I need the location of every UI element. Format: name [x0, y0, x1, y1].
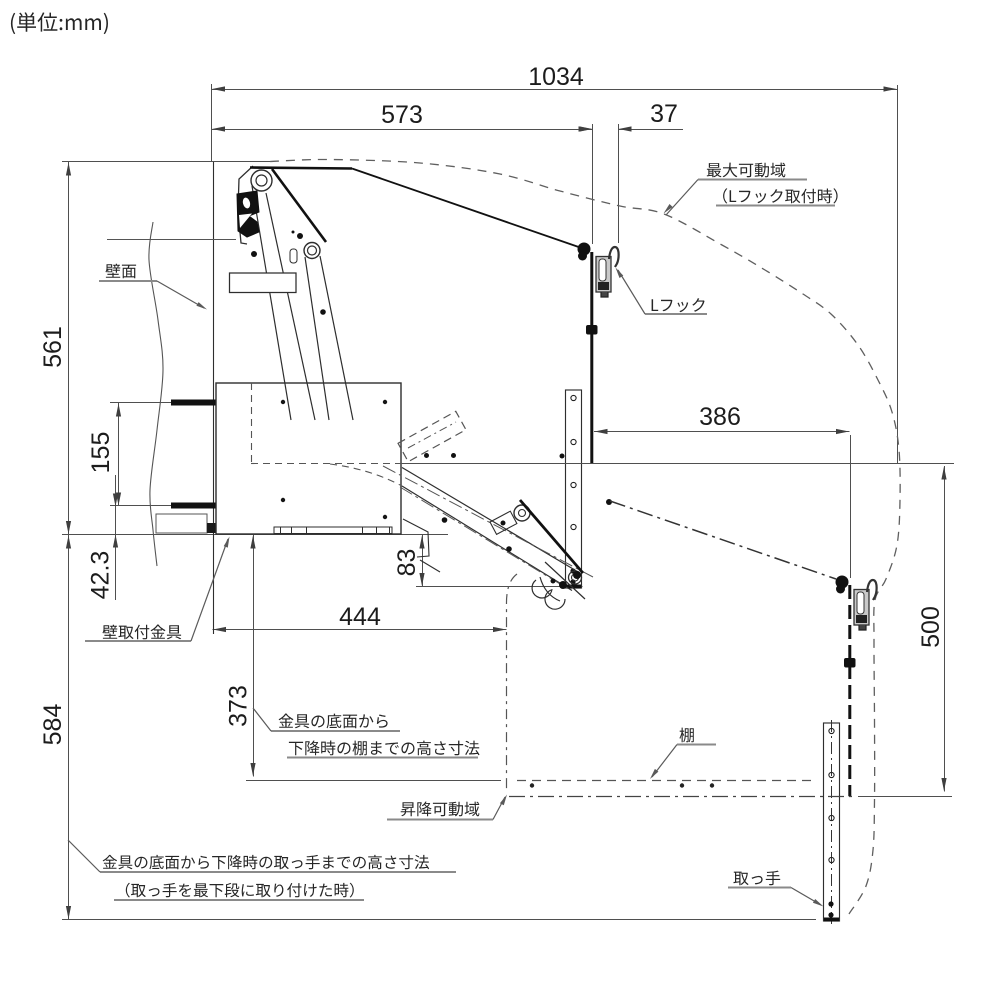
- svg-text:584: 584: [39, 704, 67, 746]
- svg-text:83: 83: [393, 549, 421, 577]
- svg-text:42.3: 42.3: [86, 551, 114, 600]
- svg-text:386: 386: [699, 403, 741, 431]
- svg-text:561: 561: [39, 326, 67, 368]
- svg-text:573: 573: [381, 101, 423, 129]
- svg-text:37: 37: [650, 100, 678, 128]
- svg-text:500: 500: [917, 606, 945, 648]
- svg-text:444: 444: [339, 603, 381, 631]
- svg-text:155: 155: [87, 432, 115, 474]
- svg-text:373: 373: [224, 685, 252, 727]
- svg-text:1034: 1034: [528, 63, 584, 91]
